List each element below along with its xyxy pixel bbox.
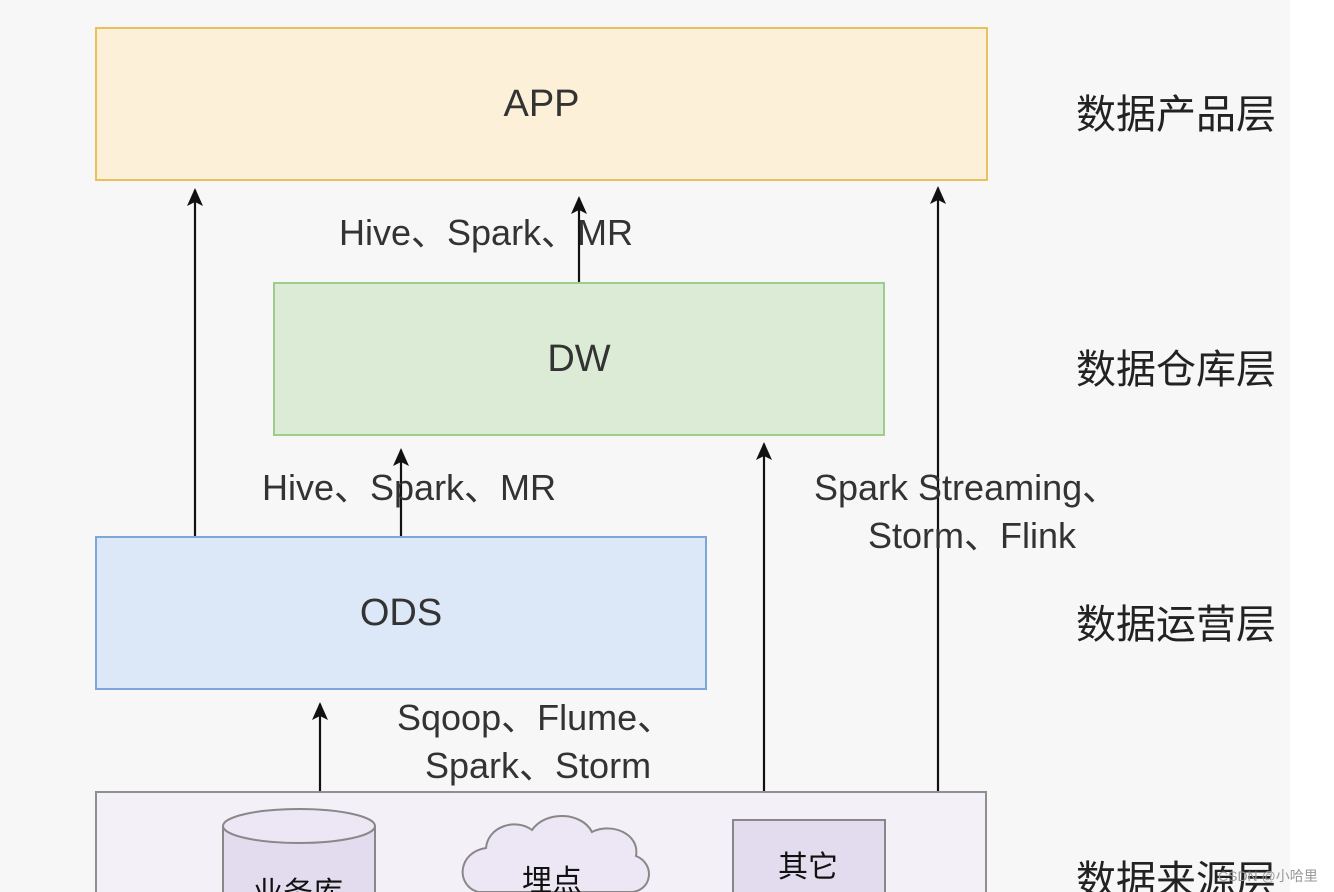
watermark: CSDN @小哈里: [1218, 868, 1318, 884]
dw-box-label: DW: [547, 337, 611, 380]
ods-layer-box: ODS: [95, 536, 707, 690]
layer-name-source: 数据来源层: [1076, 859, 1276, 892]
other-source-box: [732, 819, 886, 892]
edge-label-source-line1: Sqoop、Flume、: [397, 697, 674, 738]
source-item-database: 业务库: [253, 868, 343, 892]
app-layer-box: APP: [95, 27, 988, 181]
layer-name-product: 数据产品层: [1076, 93, 1276, 137]
edge-label-stream-line2: Storm、Flink: [868, 515, 1077, 556]
source-item-tracking: 埋点: [522, 865, 582, 892]
layer-name-operation: 数据运营层: [1076, 603, 1276, 647]
ods-box-label: ODS: [359, 591, 443, 634]
source-item-other: 其它: [778, 851, 838, 884]
dw-layer-box: DW: [273, 282, 885, 436]
layer-name-warehouse: 数据仓库层: [1076, 348, 1276, 392]
edge-label-stream-line1: Spark Streaming、: [814, 467, 1119, 508]
app-box-label: APP: [503, 82, 580, 125]
edge-label-ods-to-dw: Hive、Spark、MR: [262, 467, 557, 508]
database-icon: [222, 808, 376, 892]
cloud-icon: [461, 815, 650, 892]
edge-label-source-line2: Spark、Storm: [425, 745, 652, 786]
edge-label-dw-to-app: Hive、Spark、MR: [339, 212, 634, 253]
